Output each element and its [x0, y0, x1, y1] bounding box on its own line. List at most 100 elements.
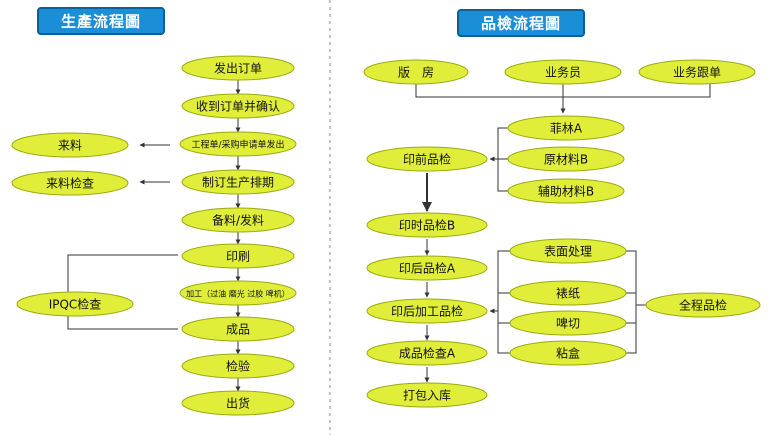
qc-title-banner: 品檢流程圖 — [457, 9, 585, 37]
node-processing-shape — [179, 280, 297, 306]
node-surface-treatment: 表面处理 — [509, 238, 627, 264]
node-pre-print-qc-label: 印前品检 — [403, 152, 451, 167]
node-in-print-qc-label: 印时品检B — [399, 218, 455, 233]
node-laminating-shape — [509, 280, 627, 306]
connectors — [67, 80, 711, 392]
node-box-gluing-shape — [509, 340, 627, 366]
node-box-gluing-label: 粘盒 — [556, 346, 580, 361]
node-ipqc-shape — [16, 291, 134, 317]
node-in-print-qc-shape — [366, 212, 488, 238]
node-pack-store-label: 打包入库 — [403, 388, 451, 403]
node-auxiliary-material: 辅助材料B — [507, 178, 625, 204]
node-incoming-check-shape — [11, 170, 129, 196]
node-in-print-qc: 印时品检B — [366, 212, 488, 238]
node-processing: 加工（过油 磨光 过胶 啤机） — [179, 280, 297, 306]
node-production-schedule: 制订生产排期 — [181, 169, 295, 195]
qc-top-row: 版 房 业务员 业务跟单 — [363, 59, 756, 85]
node-finished-product: 成品 — [181, 316, 295, 342]
node-incoming-material-label: 来料 — [58, 139, 82, 153]
node-finished-product-shape — [181, 316, 295, 342]
node-final-inspection-shape — [366, 340, 488, 366]
production-title: 生產流程圖 — [61, 13, 141, 31]
node-incoming-material: 来料 — [11, 132, 129, 158]
node-incoming-check-label: 来料检查 — [46, 176, 94, 191]
qc-main-chain: 印前品检 印时品检B 印后品检A 印后加工品检 成品检查A 打包入库 — [366, 146, 488, 408]
node-raw-material: 原材料B — [507, 146, 625, 172]
qc-processes: 表面处理 裱纸 啤切 粘盒 — [509, 238, 627, 366]
node-shipping-label: 出货 — [226, 396, 250, 411]
node-surface-treatment-label: 表面处理 — [544, 245, 592, 259]
node-film: 菲林A — [507, 115, 625, 141]
node-engineering-order-label: 工程单/采购申请单发出 — [191, 139, 284, 151]
node-sales-follow-up: 业务跟单 — [638, 59, 756, 85]
node-shipping: 出货 — [181, 390, 295, 416]
node-sales-rep-shape — [504, 59, 622, 85]
node-processing-label: 加工（过油 磨光 过胶 啤机） — [186, 289, 290, 299]
node-incoming-check: 来料检查 — [11, 170, 129, 196]
node-issue-order: 发出订单 — [181, 55, 295, 81]
node-printing: 印刷 — [181, 243, 295, 269]
node-material-prep-label: 备料/发料 — [212, 213, 264, 228]
node-material-prep-shape — [181, 207, 295, 233]
node-ipqc: IPQC检查 — [16, 291, 134, 317]
node-receive-confirm-label: 收到订单并确认 — [196, 100, 280, 114]
node-full-process-qc-label: 全程品检 — [679, 298, 727, 313]
node-printing-shape — [181, 243, 295, 269]
node-film-shape — [507, 115, 625, 141]
node-post-print-qc: 印后品检A — [366, 255, 488, 281]
node-auxiliary-material-label: 辅助材料B — [538, 185, 594, 199]
node-post-processing-qc-shape — [366, 298, 488, 324]
node-full-process-qc-shape — [645, 292, 761, 318]
node-die-cutting: 啤切 — [509, 310, 627, 336]
node-plate-room-label: 版 房 — [398, 65, 434, 80]
node-die-cutting-shape — [509, 310, 627, 336]
node-inspection-shape — [181, 353, 295, 379]
node-post-print-qc-shape — [366, 255, 488, 281]
node-issue-order-label: 发出订单 — [214, 61, 262, 76]
node-post-processing-qc-label: 印后加工品检 — [391, 304, 463, 319]
qc-title-box — [457, 9, 585, 37]
node-material-prep: 备料/发料 — [181, 207, 295, 233]
node-laminating-label: 裱纸 — [556, 286, 580, 301]
processes-bracket-right — [626, 250, 637, 354]
node-laminating: 裱纸 — [509, 280, 627, 306]
node-issue-order-shape — [181, 55, 295, 81]
node-raw-material-shape — [507, 146, 625, 172]
node-production-schedule-shape — [181, 169, 295, 195]
node-finished-product-label: 成品 — [226, 323, 250, 337]
node-sales-rep-label: 业务员 — [545, 65, 581, 80]
qc-materials: 菲林A 原材料B 辅助材料B — [507, 115, 625, 204]
node-plate-room-shape — [363, 59, 469, 85]
node-sales-follow-up-label: 业务跟单 — [673, 65, 721, 80]
node-sales-rep: 业务员 — [504, 59, 622, 85]
node-shipping-shape — [181, 390, 295, 416]
node-pack-store-shape — [366, 382, 488, 408]
node-incoming-material-shape — [11, 132, 129, 158]
node-surface-treatment-shape — [509, 238, 627, 264]
production-title-banner: 生產流程圖 — [37, 7, 165, 35]
node-pre-print-qc: 印前品检 — [366, 146, 488, 172]
node-final-inspection: 成品检查A — [366, 340, 488, 366]
node-final-inspection-label: 成品检查A — [399, 346, 456, 361]
node-pre-print-qc-shape — [366, 146, 488, 172]
production-main-chain: 发出订单 收到订单并确认 工程单/采购申请单发出 制订生产排期 备料/发料 印刷… — [179, 55, 297, 416]
processes-bracket-left — [497, 250, 510, 354]
node-engineering-order: 工程单/采购申请单发出 — [179, 131, 297, 157]
node-post-processing-qc: 印后加工品检 — [366, 298, 488, 324]
node-box-gluing: 粘盒 — [509, 340, 627, 366]
node-ipqc-label: IPQC检查 — [49, 297, 102, 312]
node-post-print-qc-label: 印后品检A — [399, 261, 456, 276]
qc-title: 品檢流程圖 — [481, 15, 561, 33]
node-film-label: 菲林A — [550, 122, 583, 136]
node-printing-label: 印刷 — [226, 250, 250, 264]
node-inspection-label: 检验 — [226, 359, 250, 374]
node-plate-room: 版 房 — [363, 59, 469, 85]
node-die-cutting-label: 啤切 — [556, 316, 580, 331]
node-sales-follow-up-shape — [638, 59, 756, 85]
node-production-schedule-label: 制订生产排期 — [202, 176, 274, 190]
node-engineering-order-shape — [179, 131, 297, 157]
node-raw-material-label: 原材料B — [544, 153, 588, 167]
production-side-nodes: 来料 来料检查 IPQC检查 — [11, 132, 134, 317]
